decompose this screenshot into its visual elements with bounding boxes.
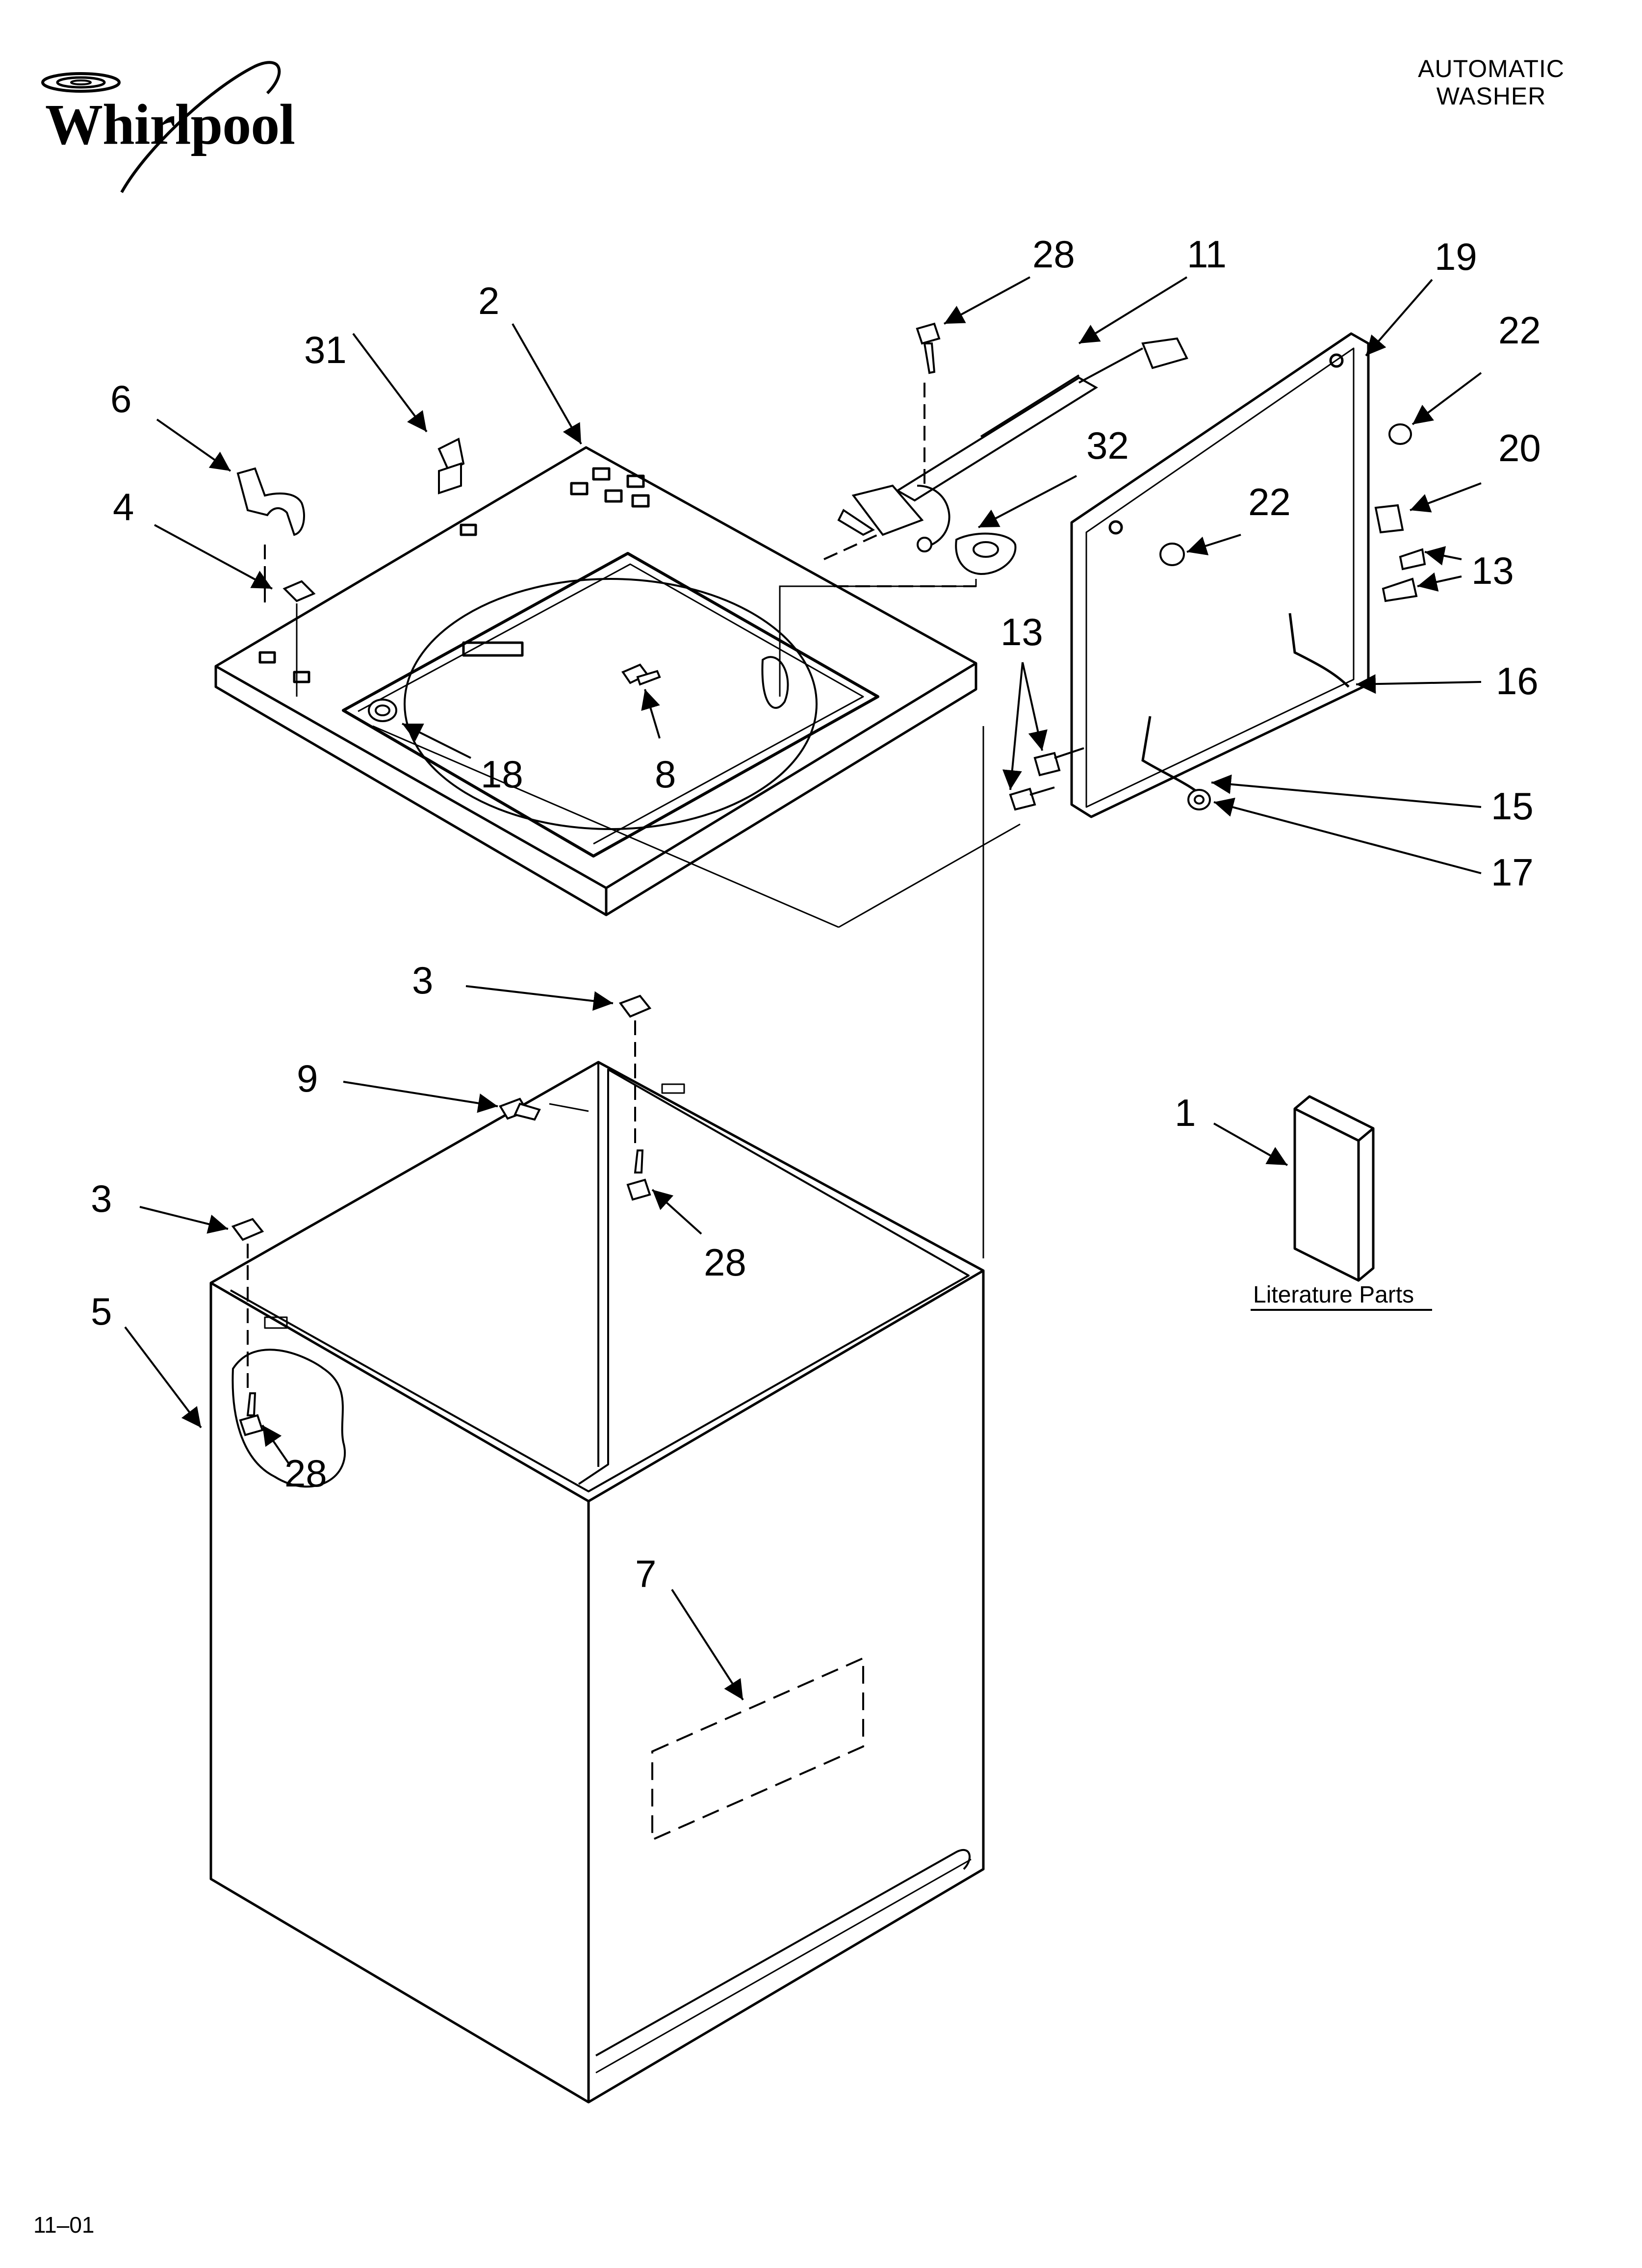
fitting-part-17: [1187, 789, 1211, 810]
screws-part-13-lower: [1009, 747, 1084, 811]
nut-part-4: [282, 580, 316, 602]
callout-20: 20: [1498, 426, 1541, 469]
label-outline-part-7: [651, 1656, 864, 1842]
callout-32: 32: [1086, 424, 1129, 467]
clip-part-6: [236, 467, 305, 536]
guide-line-9: [549, 1103, 589, 1112]
top-panel: [214, 446, 977, 916]
callout-9: 9: [297, 1057, 318, 1100]
screw-part-8: [621, 663, 661, 686]
callout-7: 7: [635, 1552, 656, 1595]
harness-part-11: [837, 337, 1188, 552]
callout-4: 4: [113, 485, 134, 528]
screw-part-28-top: [916, 322, 941, 374]
dash-line-11: [823, 534, 878, 560]
callout-2: 2: [478, 279, 499, 322]
whirlpool-logo: Whirlpool: [45, 92, 295, 156]
literature-book-part-1: [1293, 1095, 1375, 1282]
hose-part-16: [1141, 613, 1350, 801]
callout-8: 8: [655, 753, 676, 796]
guide-line-18: [372, 725, 839, 928]
small-parts-cabinet: [231, 994, 652, 1436]
callout-18: 18: [481, 753, 523, 796]
logo-swirl-icon: [41, 61, 281, 193]
clip-part-31: [437, 438, 465, 495]
callout-31: 31: [304, 328, 347, 371]
callout-15: 15: [1491, 784, 1534, 828]
title-line-1: AUTOMATIC: [1418, 55, 1565, 82]
callout-28-top: 28: [1032, 233, 1075, 276]
callout-6: 6: [110, 377, 131, 420]
callout-17: 17: [1491, 851, 1534, 894]
leader-arrows: [124, 276, 1482, 1701]
revision-code: 11–01: [33, 2212, 95, 2238]
cap-part-32: [955, 532, 1017, 575]
console-frame-part-19: [1070, 332, 1370, 818]
knob-parts: [1159, 423, 1426, 602]
callout-1: 1: [1175, 1091, 1196, 1134]
callout-3-upper: 3: [412, 959, 433, 1002]
callout-3-lower: 3: [91, 1177, 112, 1220]
callout-28-cabinet: 28: [704, 1241, 746, 1284]
cabinet-part-5: [209, 1061, 985, 2104]
callout-28-cutaway: 28: [284, 1452, 327, 1495]
callout-13-left: 13: [1001, 610, 1043, 653]
callout-22-right: 22: [1498, 309, 1541, 352]
title-line-2: WASHER: [1436, 82, 1546, 110]
bumper-part-18: [368, 699, 397, 722]
diagram-title: AUTOMATIC WASHER: [1418, 55, 1565, 110]
callout-16: 16: [1496, 659, 1539, 703]
literature-parts-label: Literature Parts: [1253, 1282, 1414, 1308]
callout-11: 11: [1187, 233, 1227, 276]
callout-19: 19: [1435, 235, 1477, 278]
callout-22-center: 22: [1248, 480, 1291, 523]
guide-line-13: [838, 823, 1021, 928]
callout-13-right: 13: [1471, 549, 1514, 592]
callout-5: 5: [91, 1290, 112, 1333]
